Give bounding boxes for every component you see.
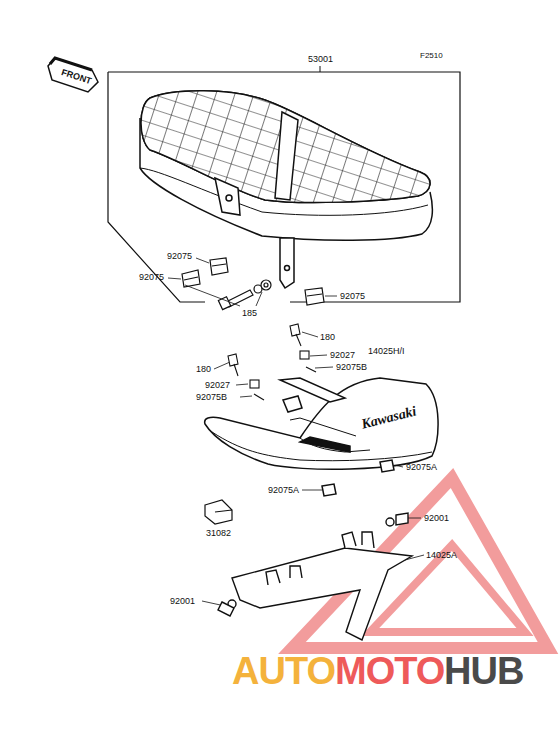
callout-number: 92075A — [268, 486, 299, 495]
callout-number: 53001 — [308, 55, 333, 64]
callout-number: 31082 — [206, 529, 231, 538]
callout-number: 92075 — [139, 273, 164, 282]
callout-number: 180 — [196, 365, 211, 374]
watermark: MOTO — [335, 652, 444, 690]
callout-number: 92075 — [167, 252, 192, 261]
callout-number: 92075B — [336, 363, 367, 372]
seat — [100, 60, 460, 288]
callout-number: 180 — [320, 333, 335, 342]
watermark: AUTO — [232, 652, 335, 690]
callout-number: 14025H/I — [368, 347, 405, 356]
rubber-clip — [182, 258, 324, 305]
watermark: HUB — [444, 652, 523, 690]
callout-number: 92001 — [170, 597, 195, 606]
callout-number: 92001 — [424, 514, 449, 523]
callout-number: 92075 — [340, 292, 365, 301]
bolt — [218, 280, 271, 310]
callout-number: 92027 — [205, 381, 230, 390]
callout-number: 14025A — [426, 551, 457, 560]
front-tag — [48, 58, 98, 92]
callout-number: 185 — [242, 309, 257, 318]
bracket — [218, 513, 412, 640]
callout-number: 92075A — [406, 463, 437, 472]
clip — [205, 500, 232, 524]
callout-number: 92027 — [330, 351, 355, 360]
tail-cowl — [205, 378, 438, 496]
callout-number: 92075B — [196, 393, 227, 402]
callout-number: F2510 — [420, 52, 443, 60]
